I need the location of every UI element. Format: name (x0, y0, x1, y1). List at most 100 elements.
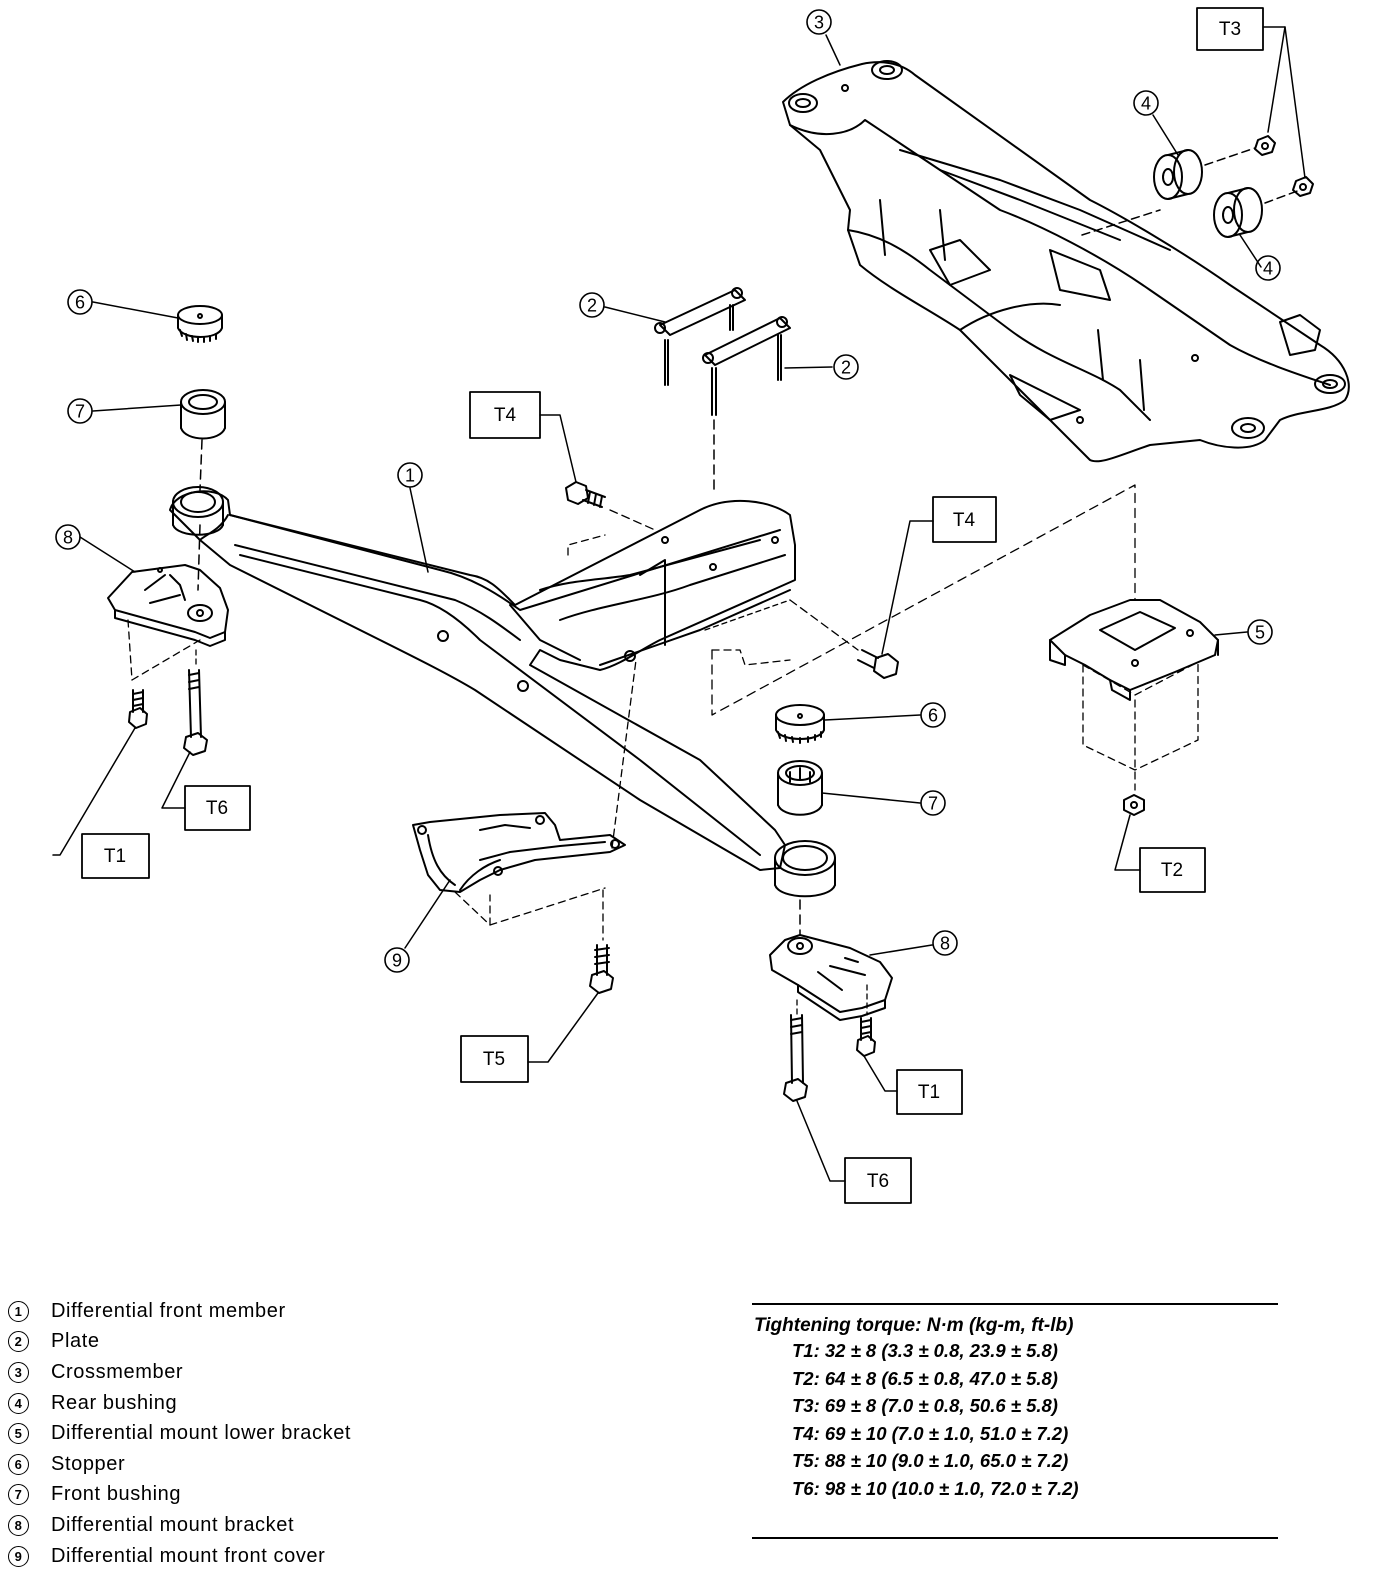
legend-item: 2 Plate (8, 1327, 468, 1358)
plate-lower (702, 316, 791, 416)
bolt-t4-lower (857, 649, 899, 679)
front-bushing-right (777, 760, 823, 816)
callout-6-right: 6 (920, 702, 946, 728)
parts-legend: 1 Differential front member 2 Plate 3 Cr… (8, 1296, 468, 1571)
svg-text:4: 4 (1263, 259, 1273, 279)
legend-label: Differential mount front cover (51, 1544, 326, 1567)
rear-bushing-upper (1153, 149, 1203, 200)
callout-9: 9 (384, 947, 410, 973)
svg-text:2: 2 (587, 296, 597, 316)
torque-table-heading: Tightening torque: N·m (kg-m, ft-lb) (754, 1315, 1074, 1336)
svg-text:T6: T6 (867, 1171, 889, 1192)
svg-text:5: 5 (1255, 623, 1265, 643)
callout-1: 1 (397, 462, 423, 488)
svg-text:3: 3 (814, 13, 824, 33)
callout-7-right: 7 (920, 790, 946, 816)
legend-number: 4 (8, 1392, 29, 1414)
torque-tag-t3: T3 (1196, 7, 1264, 51)
svg-text:6: 6 (928, 706, 938, 726)
legend-number: 7 (8, 1484, 29, 1506)
stopper-left (177, 305, 223, 343)
torque-tag-t6-left: T6 (184, 785, 251, 831)
callout-7-left: 7 (67, 398, 93, 424)
differential-mount-bracket-left (107, 564, 229, 647)
legend-label: Front bushing (51, 1483, 182, 1506)
differential-front-member (169, 486, 796, 871)
legend-number: 3 (8, 1361, 29, 1383)
callout-8-right: 8 (932, 930, 958, 956)
legend-number: 8 (8, 1514, 29, 1536)
bolt-t6-left (183, 669, 208, 756)
torque-tag-t2: T2 (1139, 847, 1206, 893)
front-member-right-bushing-housing (774, 840, 836, 898)
legend-item: 4 Rear bushing (8, 1388, 468, 1419)
legend-number: 9 (8, 1545, 29, 1567)
svg-text:T4: T4 (953, 510, 976, 531)
bolt-t6-right (783, 1014, 808, 1102)
legend-number: 2 (8, 1331, 29, 1353)
legend-number: 6 (8, 1453, 29, 1475)
svg-text:6: 6 (75, 293, 85, 313)
legend-label: Differential mount lower bracket (51, 1422, 352, 1445)
t3-nut-upper (1254, 135, 1276, 156)
rear-bushing-lower (1213, 187, 1263, 238)
plate-upper (654, 287, 746, 386)
torque-tag-t1-right: T1 (896, 1069, 963, 1115)
exploded-parts-diagram: 1 2 2 3 4 4 5 6 6 7 7 8 (52, 7, 1350, 1204)
legend-item: 8 Differential mount bracket (8, 1510, 468, 1541)
torque-table-bottom-rule (752, 1536, 1278, 1539)
bolt-t4-upper (565, 481, 606, 508)
stopper-right (775, 704, 825, 744)
callout-3: 3 (806, 9, 832, 35)
legend-label: Stopper (51, 1452, 126, 1475)
callout-5: 5 (1247, 619, 1273, 645)
torque-tag-t5: T5 (460, 1035, 529, 1083)
bolt-t1-right (856, 1017, 876, 1057)
torque-tag-t4-upper: T4 (469, 391, 541, 439)
bolt-t5 (589, 944, 614, 994)
svg-text:7: 7 (75, 402, 85, 422)
callout-6-left: 6 (67, 289, 93, 315)
nut-t2 (1123, 794, 1145, 816)
legend-label: Rear bushing (51, 1391, 178, 1414)
svg-text:2: 2 (841, 358, 851, 378)
torque-row: T5: 88 ± 10 (9.0 ± 1.0, 65.0 ± 7.2) (792, 1450, 1069, 1472)
svg-text:T3: T3 (1219, 19, 1241, 40)
svg-text:T1: T1 (104, 846, 126, 867)
legend-number: 5 (8, 1423, 29, 1445)
t3-nut-lower (1292, 176, 1314, 197)
svg-text:8: 8 (940, 934, 950, 954)
svg-text:8: 8 (63, 528, 73, 548)
svg-text:T2: T2 (1161, 860, 1183, 881)
svg-text:4: 4 (1141, 94, 1151, 114)
legend-item: 5 Differential mount lower bracket (8, 1418, 468, 1449)
legend-item: 6 Stopper (8, 1449, 468, 1480)
svg-text:7: 7 (928, 794, 938, 814)
legend-item: 9 Differential mount front cover (8, 1541, 468, 1572)
torque-tag-t6-right: T6 (844, 1157, 912, 1204)
differential-mount-bracket-right (769, 934, 893, 1021)
torque-row: T6: 98 ± 10 (10.0 ± 1.0, 72.0 ± 7.2) (792, 1477, 1079, 1499)
callout-2-upper: 2 (579, 292, 605, 318)
svg-text:T1: T1 (918, 1082, 940, 1103)
differential-mount-lower-bracket (1049, 599, 1219, 701)
torque-row: T4: 69 ± 10 (7.0 ± 1.0, 51.0 ± 7.2) (792, 1422, 1069, 1444)
legend-item: 3 Crossmember (8, 1357, 468, 1388)
torque-table-top-rule (752, 1303, 1278, 1305)
differential-mount-front-cover (412, 812, 626, 893)
bolt-t1-left (128, 689, 148, 729)
torque-row: T1: 32 ± 8 (3.3 ± 0.8, 23.9 ± 5.8) (792, 1340, 1058, 1361)
svg-text:T4: T4 (494, 405, 517, 426)
svg-text:1: 1 (405, 466, 415, 486)
front-bushing-left (180, 389, 226, 440)
legend-item: 1 Differential front member (8, 1296, 468, 1327)
legend-label: Crossmember (51, 1360, 184, 1383)
torque-table: Tightening torque: N·m (kg-m, ft-lb) T1:… (752, 1303, 1280, 1539)
callout-2-lower: 2 (833, 354, 859, 380)
torque-row: T3: 69 ± 8 (7.0 ± 0.8, 50.6 ± 5.8) (792, 1395, 1058, 1417)
legend-item: 7 Front bushing (8, 1480, 468, 1511)
legend-number: 1 (8, 1300, 29, 1322)
svg-text:9: 9 (392, 951, 402, 971)
svg-text:T5: T5 (483, 1049, 505, 1070)
torque-tag-t1-left: T1 (81, 833, 150, 879)
